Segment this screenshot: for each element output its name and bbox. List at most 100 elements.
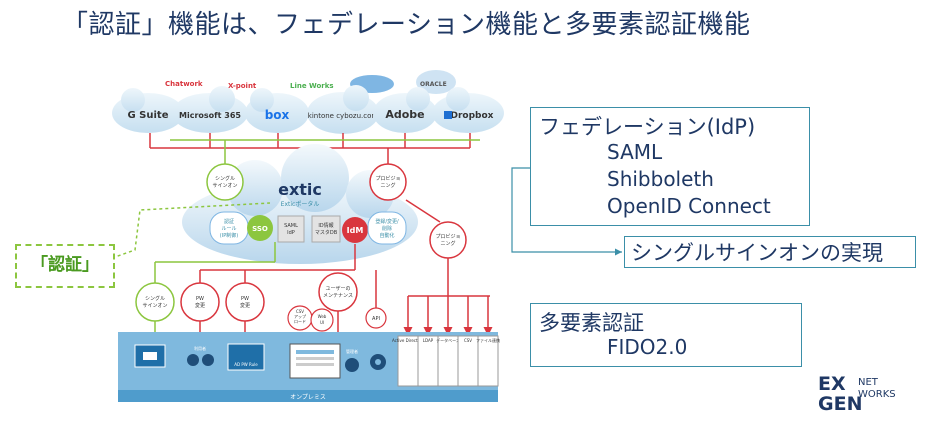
cloud-adobe: Adobe	[373, 87, 437, 133]
svg-text:シングル: シングル	[215, 175, 235, 182]
webui-circle	[310, 308, 334, 332]
top-service-oracle-cloud	[416, 70, 456, 94]
top-service-chatwork: Chatwork	[165, 80, 203, 88]
sso-callout: シングルサインオンの実現	[624, 236, 916, 268]
svg-text:削除: 削除	[382, 225, 392, 232]
onprem-admin-icon	[345, 358, 359, 372]
lower-connectors	[199, 199, 493, 340]
prov-right-circle	[429, 221, 467, 259]
svg-text:マスタDB: マスタDB	[315, 229, 338, 236]
svg-text:API: API	[372, 316, 380, 322]
cloud-gsuite: G Suite	[112, 88, 184, 133]
mfa-item-fido: FIDO2.0	[607, 335, 688, 359]
top-service-xpoint: X-point	[228, 82, 257, 90]
svg-text:Web: Web	[318, 314, 327, 319]
federation-item-saml: SAML	[607, 140, 663, 164]
federation-callout: フェデレーション(IdP) SAML Shibboleth OpenID Con…	[530, 107, 810, 226]
sso-callout-text: シングルサインオンの実現	[631, 241, 883, 265]
svg-text:SAML: SAML	[284, 223, 298, 229]
saml-idp-node	[277, 215, 305, 243]
federation-item-openid: OpenID Connect	[607, 194, 771, 218]
svg-text:PW: PW	[241, 296, 249, 302]
svg-text:Microsoft 365: Microsoft 365	[179, 111, 241, 120]
onprem-screen	[289, 343, 341, 379]
sso-connectors	[111, 202, 276, 340]
callout-connectors	[511, 167, 622, 256]
page-title: 「認証」機能は、フェデレーション機能と多要素認証機能	[62, 10, 751, 40]
pw1-circle	[180, 282, 220, 322]
svg-text:kintone cybozu.com: kintone cybozu.com	[308, 112, 379, 120]
dropbox-icon	[444, 111, 452, 119]
svg-text:ファイル連携: ファイル連携	[476, 337, 500, 343]
svg-text:Adobe: Adobe	[385, 108, 424, 121]
svg-text:利用者: 利用者	[194, 345, 206, 351]
user-maint-circle	[318, 272, 358, 312]
svg-text:CSV: CSV	[464, 338, 472, 343]
onprem-monitor-2	[227, 343, 265, 371]
service-clouds: G Suite Microsoft 365 box kintone cybozu…	[112, 85, 504, 134]
svg-text:変更: 変更	[195, 302, 205, 309]
svg-text:IdM: IdM	[347, 226, 364, 235]
svg-text:ID情報: ID情報	[318, 222, 333, 229]
bottom-systems: Active Directory LDAP データベース CSV ファイル連携	[392, 335, 500, 387]
pw2-circle	[225, 282, 265, 322]
svg-text:変更: 変更	[240, 302, 250, 309]
cloud-microsoft365: Microsoft 365	[172, 86, 248, 133]
svg-text:自動化: 自動化	[379, 232, 394, 239]
cloud-box: box	[245, 88, 309, 133]
svg-text:ルール: ルール	[221, 226, 236, 232]
cloud-kintone: kintone cybozu.com	[307, 85, 379, 134]
svg-text:PW: PW	[196, 296, 204, 302]
svg-text:UI: UI	[320, 320, 324, 325]
svg-text:ロード: ロード	[294, 319, 306, 324]
svg-text:メンテナンス: メンテナンス	[323, 293, 353, 299]
sso-node	[247, 215, 273, 241]
svg-text:ユーザーの: ユーザーの	[326, 286, 351, 292]
federation-item-shibboleth: Shibboleth	[607, 167, 714, 191]
top-service-oracle: ORACLE	[420, 81, 447, 88]
svg-text:SSO: SSO	[252, 225, 268, 233]
svg-text:プロビジョ: プロビジョ	[375, 175, 400, 182]
svg-text:AD PW Rule: AD PW Rule	[234, 362, 258, 367]
federation-heading: フェデレーション(IdP)	[539, 115, 756, 139]
onprem-label: オンプレミス	[290, 394, 326, 401]
svg-text:EX: EX	[818, 373, 846, 395]
svg-text:G Suite: G Suite	[127, 110, 168, 121]
svg-text:ニング: ニング	[380, 182, 395, 189]
svg-text:認証: 認証	[224, 218, 234, 225]
svg-text:アップ: アップ	[294, 313, 306, 319]
extic-portal-label: Exticポータル	[281, 200, 320, 208]
svg-text:シングル: シングル	[145, 295, 165, 302]
prov-top-circle	[369, 163, 407, 201]
top-service-lineworks: Line Works	[290, 82, 334, 90]
svg-text:box: box	[265, 108, 290, 122]
id-db-node	[311, 215, 341, 243]
cloud-dropbox: Dropbox	[432, 87, 504, 133]
extic-cloud: extic Exticポータル 認証 ルール (IP制御) SSO SAML I…	[182, 144, 418, 264]
svg-text:CSV: CSV	[296, 309, 304, 314]
svg-text:(IP制御): (IP制御)	[220, 232, 238, 239]
extic-logo: extic	[278, 180, 322, 199]
idm-node	[342, 217, 368, 243]
mfa-heading: 多要素認証	[539, 311, 644, 335]
svg-text:IdP: IdP	[287, 230, 295, 236]
svg-text:データベース: データベース	[436, 337, 460, 343]
svg-text:登録/変更/: 登録/変更/	[375, 218, 399, 225]
svg-text:管理者: 管理者	[346, 348, 358, 354]
svg-text:WORKS: WORKS	[858, 389, 896, 400]
sso-top-circle	[206, 163, 244, 201]
svg-text:Active Directory: Active Directory	[392, 338, 425, 343]
svg-text:サインオン: サインオン	[212, 183, 237, 189]
svg-text:GEN: GEN	[818, 393, 862, 412]
svg-text:LDAP: LDAP	[423, 338, 434, 343]
exgen-networks-logo: EX GEN NET WORKS	[818, 373, 896, 412]
svg-text:ニング: ニング	[440, 240, 455, 247]
svg-text:Dropbox: Dropbox	[451, 111, 494, 121]
onprem-users-icon	[187, 354, 199, 366]
svg-text:プロビジョ: プロビジョ	[435, 233, 460, 240]
auth-label-box: 「認証」	[15, 244, 115, 288]
svg-text:サインオン: サインオン	[142, 303, 167, 309]
svg-text:NET: NET	[858, 377, 879, 388]
mfa-callout: 多要素認証 FIDO2.0	[530, 303, 802, 367]
